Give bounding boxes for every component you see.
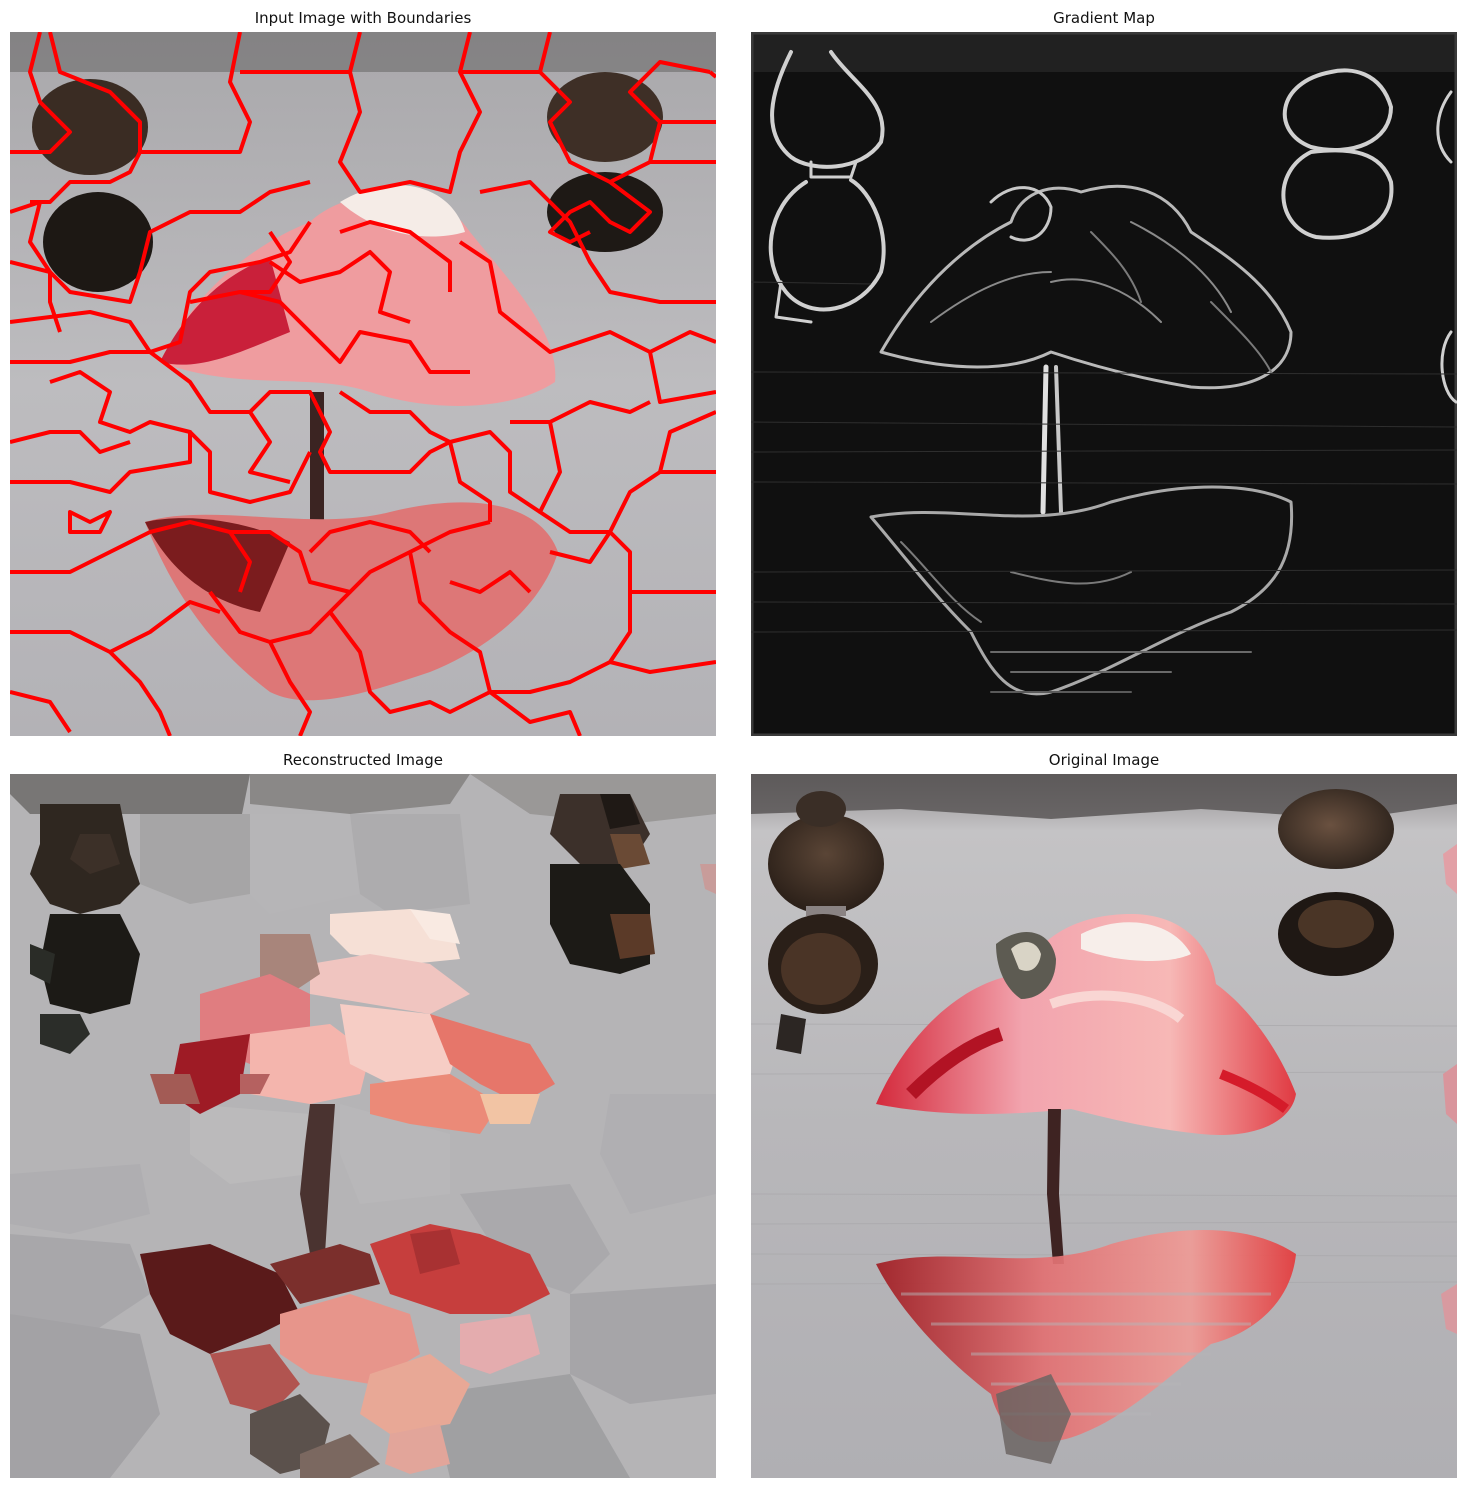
original-image (751, 774, 1457, 1478)
gradient-map-image (751, 32, 1457, 736)
input-boundaries-image (10, 32, 716, 736)
reconstructed-image (10, 774, 716, 1478)
superpixel-boundaries (10, 32, 716, 736)
gradient-edges (751, 32, 1457, 736)
flamingo-photo (751, 774, 1457, 1478)
panel-title: Reconstructed Image (283, 751, 443, 769)
panel-title: Original Image (1048, 751, 1160, 769)
panel-title: Gradient Map (1053, 9, 1155, 27)
segmentation-overlay (10, 32, 716, 736)
superpixel-mosaic (10, 774, 716, 1478)
panel-title: Input Image with Boundaries (254, 9, 472, 27)
